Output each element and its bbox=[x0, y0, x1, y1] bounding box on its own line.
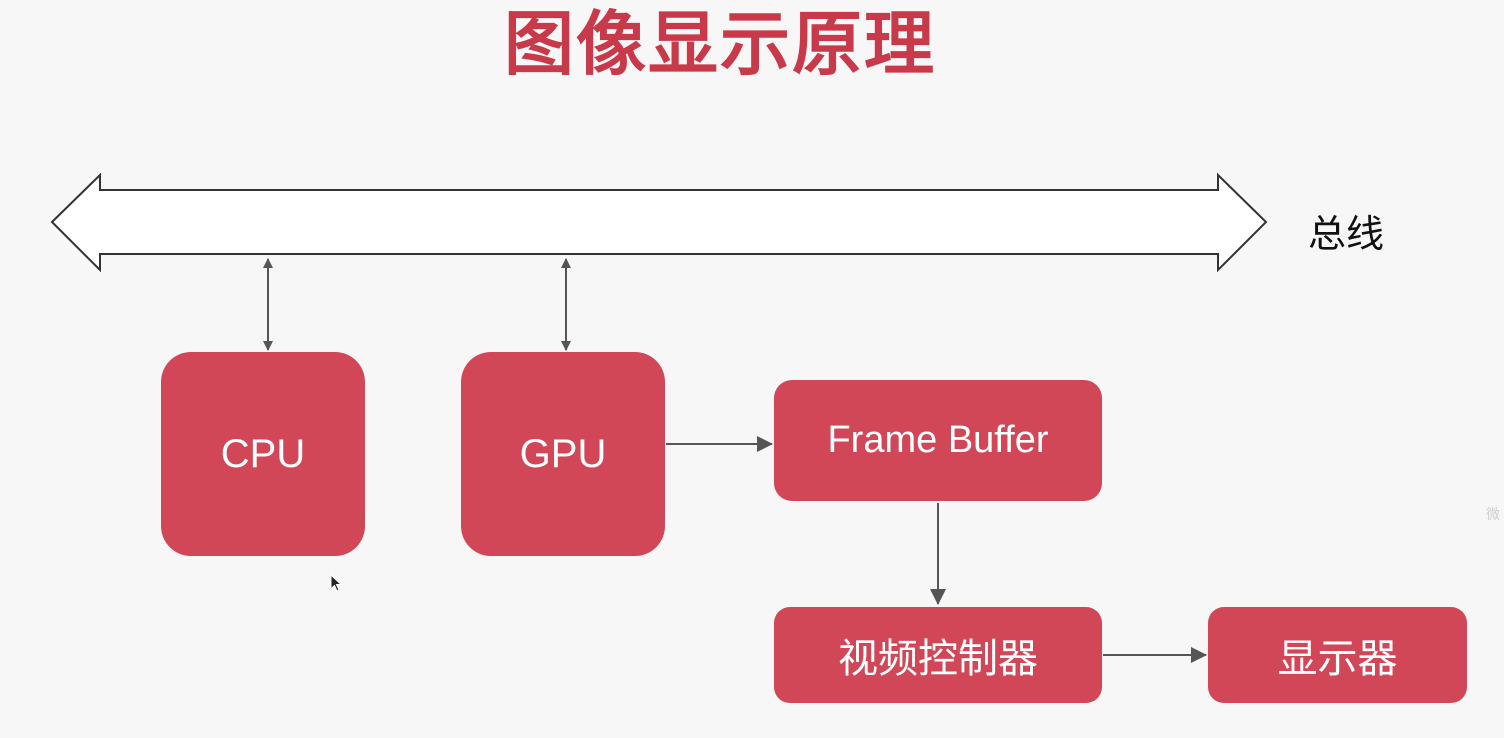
watermark: 微 bbox=[1486, 507, 1500, 523]
video-controller-label: 视频控制器 bbox=[838, 636, 1038, 682]
page-title: 图像显示原理 bbox=[504, 3, 936, 85]
frame-buffer-box: Frame Buffer bbox=[774, 380, 1102, 501]
gpu-label: GPU bbox=[519, 431, 607, 476]
frame-buffer-label: Frame Buffer bbox=[827, 419, 1049, 461]
display-label: 显示器 bbox=[1277, 636, 1398, 682]
cpu-label: CPU bbox=[220, 431, 306, 476]
video-controller-box: 视频控制器 bbox=[774, 607, 1102, 703]
display-box: 显示器 bbox=[1208, 607, 1467, 703]
bus-label: 总线 bbox=[1308, 212, 1385, 256]
gpu-box: GPU bbox=[461, 352, 665, 556]
cpu-box: CPU bbox=[161, 352, 365, 556]
mouse-cursor-icon bbox=[330, 574, 343, 592]
bus-double-arrow bbox=[50, 172, 1268, 273]
